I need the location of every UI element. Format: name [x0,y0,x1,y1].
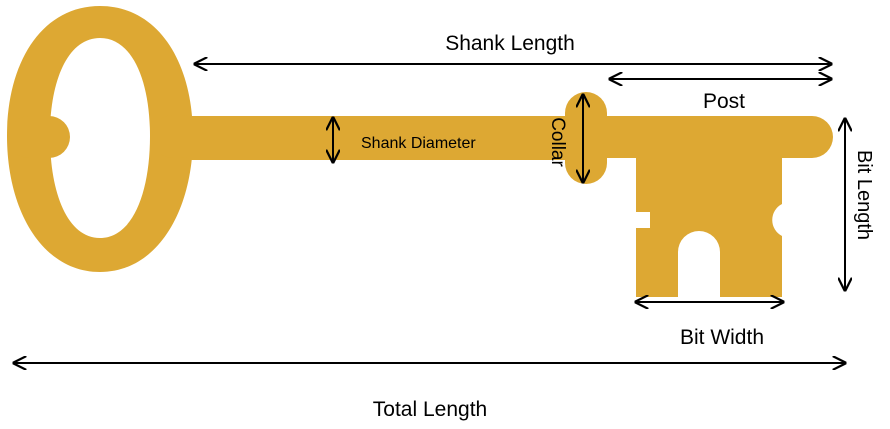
post-label: Post [703,90,745,113]
key-post [600,116,833,158]
bit-length-label: Bit Length [853,150,875,240]
shank-diameter-label: Shank Diameter [361,135,476,152]
key-shape [7,6,833,297]
bit-width-label: Bit Width [680,326,764,349]
collar-label: Collar [547,117,568,167]
key-shank [188,116,578,160]
total-length-label: Total Length [373,398,487,421]
key-bit [636,156,782,297]
key-bow-nub-left [8,116,70,158]
key-bow [7,6,193,272]
shank-length-label: Shank Length [445,32,575,55]
